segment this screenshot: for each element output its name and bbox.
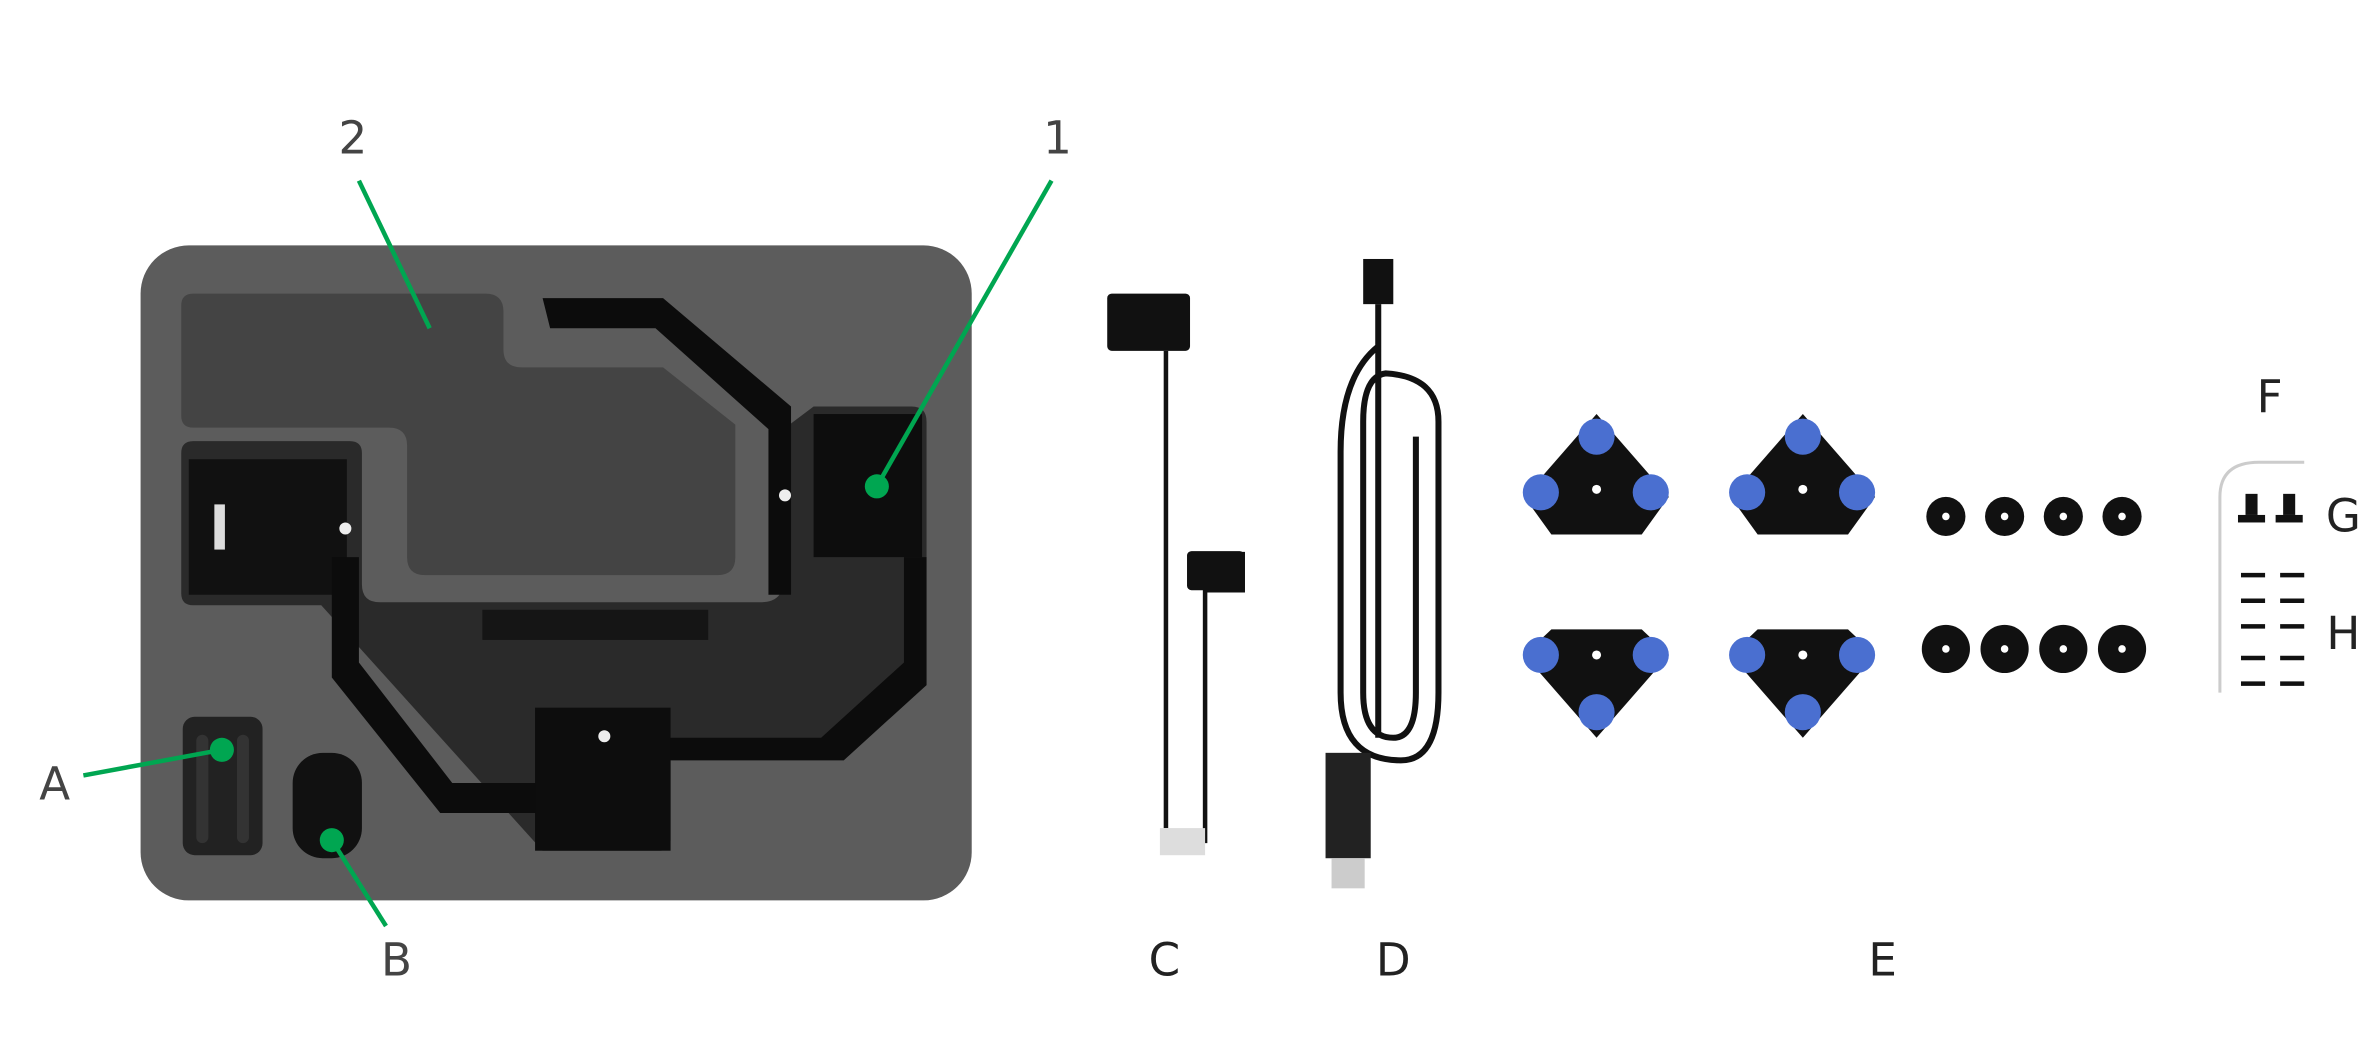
callout-label-2: 2	[339, 112, 368, 165]
screw-pack	[2218, 460, 2305, 693]
callout-label-g: G	[2326, 490, 2361, 543]
control-cable	[1107, 293, 1245, 856]
callout-lines	[82, 179, 1054, 928]
case-cutout-camera	[181, 293, 736, 576]
roll-motor	[188, 459, 347, 595]
pan-motor	[535, 707, 671, 851]
suction-mounts	[1522, 414, 2147, 738]
callout-label-c: C	[1149, 934, 1181, 987]
callout-label-h: H	[2326, 607, 2360, 660]
usb-cable	[1325, 258, 1442, 889]
callout-dot-1	[864, 474, 889, 499]
callout-label-b: B	[381, 934, 412, 987]
callout-label-a: A	[39, 758, 70, 811]
lower-arm	[331, 557, 543, 814]
callout-label-1: 1	[1043, 112, 1072, 165]
callout-label-d: D	[1376, 934, 1411, 987]
gimbal-case	[140, 245, 972, 901]
callout-label-f: F	[2257, 371, 2283, 424]
quick-release-plate	[182, 716, 263, 856]
callout-dot-a	[209, 737, 234, 762]
callout-dot-b	[319, 828, 344, 853]
gimbal-arm	[542, 298, 792, 595]
battery-slot	[292, 752, 362, 859]
callout-label-e: E	[1868, 934, 1897, 987]
